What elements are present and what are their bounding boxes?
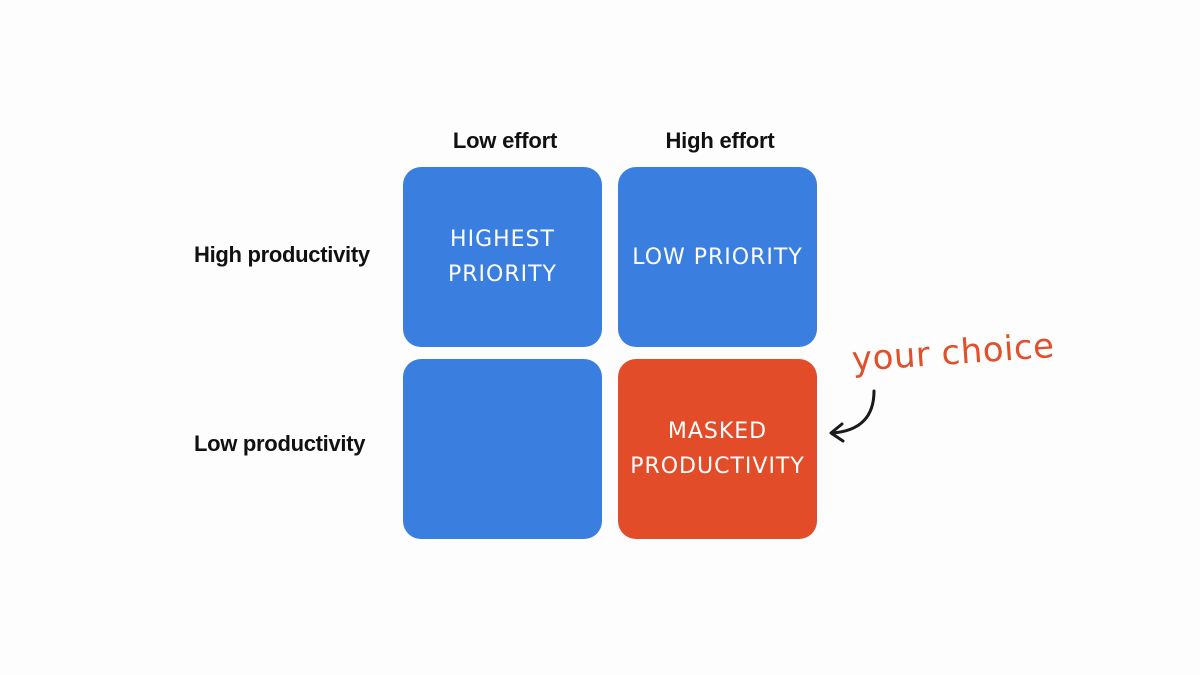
- matrix-cell-masked-productivity: MASKED PRODUCTIVITY: [618, 359, 817, 539]
- row-header-low-productivity: Low productivity: [194, 431, 366, 456]
- matrix-cell-low-priority: LOW PRIORITY: [618, 167, 817, 347]
- matrix-cell-highest-priority: HIGHEST PRIORITY: [403, 167, 602, 347]
- cell-label: LOW PRIORITY: [632, 244, 803, 270]
- cell-label: HIGHEST PRIORITY: [447, 227, 557, 287]
- cell-label: MASKED PRODUCTIVITY: [630, 419, 805, 479]
- annotation-your-choice: your choice: [850, 325, 1056, 380]
- matrix-cell-empty: [403, 359, 602, 539]
- row-header-high-productivity: High productivity: [194, 242, 370, 267]
- curved-arrow-left-icon: [829, 389, 876, 443]
- column-header-low-effort: Low effort: [452, 128, 558, 153]
- column-header-high-effort: High effort: [665, 128, 775, 153]
